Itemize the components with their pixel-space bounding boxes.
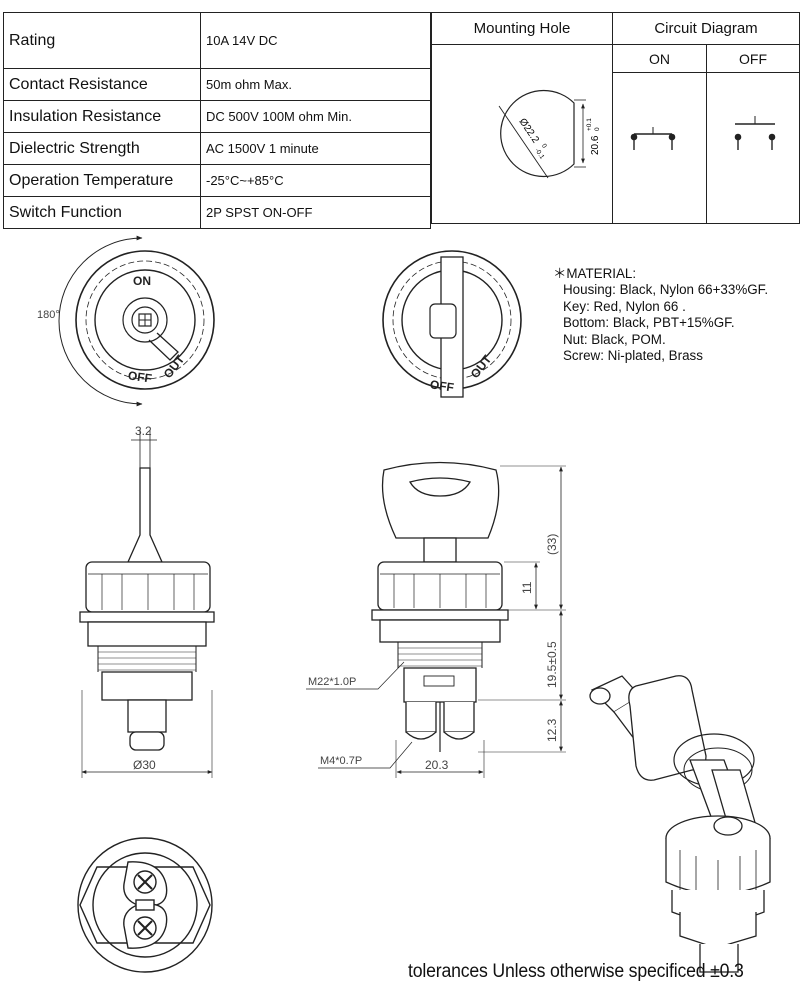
- dim-body-height: 19.5±0.5: [545, 641, 559, 688]
- section-view: [306, 461, 566, 778]
- material-line: Bottom: Black, PBT+15%GF.: [563, 315, 735, 331]
- thread-screw-label: M4*0.7P: [320, 755, 362, 767]
- front-view: [58, 235, 215, 407]
- spec-row-rating: Rating 10A 14V DC: [3, 12, 431, 69]
- dim-key-width: 3.2: [135, 424, 152, 438]
- side-view: [79, 430, 215, 778]
- spec-value: -25°C~+85°C: [200, 164, 431, 197]
- dim-bottom-height: 12.3: [545, 718, 559, 742]
- mounting-hole-flat-tol-lower: 0: [594, 127, 601, 131]
- spec-row-contact-resistance: Contact Resistance 50m ohm Max.: [3, 68, 431, 101]
- spec-table: Rating 10A 14V DC Contact Resistance 50m…: [3, 12, 431, 229]
- isometric-product-illustration: [589, 675, 771, 973]
- spec-row-dielectric-strength: Dielectric Strength AC 1500V 1 minute: [3, 132, 431, 165]
- spec-param: Switch Function: [3, 196, 201, 229]
- spec-row-switch-function: Switch Function 2P SPST ON-OFF: [3, 196, 431, 229]
- dim-cap-height: 11: [520, 581, 534, 594]
- bottom-view: [77, 837, 213, 973]
- keyout-off-text: OFF: [429, 377, 455, 394]
- spec-value: 10A 14V DC: [200, 12, 431, 69]
- thread-main-label: M22*1.0P: [308, 676, 356, 688]
- front-off-text: OFF: [127, 368, 153, 385]
- spec-row-insulation-resistance: Insulation Resistance DC 500V 100M ohm M…: [3, 100, 431, 133]
- spec-param: Dielectric Strength: [3, 132, 201, 165]
- spec-param: Rating: [3, 12, 201, 69]
- spec-param: Operation Temperature: [3, 164, 201, 197]
- spec-row-operation-temperature: Operation Temperature -25°C~+85°C: [3, 164, 431, 197]
- spec-value: 2P SPST ON-OFF: [200, 196, 431, 229]
- front-on-text: ON: [133, 274, 151, 288]
- mounting-hole-drawing: [498, 89, 586, 179]
- mounting-hole-diameter-tol-upper: 0: [540, 143, 548, 150]
- material-line: Housing: Black, Nylon 66+33%GF.: [563, 282, 769, 298]
- material-notes: ＊MATERIAL: Housing: Black, Nylon 66+33%G…: [553, 266, 768, 364]
- mounting-hole-flat-label: 20.6 +0.1 0: [586, 118, 601, 155]
- spec-value: DC 500V 100M ohm Min.: [200, 100, 431, 133]
- mounting-hole-flat-tol-upper: +0.1: [586, 118, 593, 131]
- spec-value: 50m ohm Max.: [200, 68, 431, 101]
- material-title: ＊MATERIAL:: [553, 266, 637, 281]
- mounting-hole-flat: 20.6: [590, 135, 601, 155]
- circuit-off-symbol: [734, 116, 776, 150]
- material-line: Nut: Black, POM.: [563, 331, 666, 347]
- dim-total-height: (33): [545, 534, 559, 555]
- front-view-key-out: [382, 250, 522, 398]
- dim-width: 20.3: [425, 758, 449, 772]
- circuit-on-symbol: [630, 127, 676, 150]
- tolerance-note: tolerances Unless otherwise specificed ±…: [408, 961, 744, 982]
- dim-diameter: Ø30: [133, 758, 156, 772]
- material-line: Screw: Ni-plated, Brass: [563, 348, 703, 364]
- material-line: Key: Red, Nylon 66 .: [563, 298, 686, 314]
- spec-value: AC 1500V 1 minute: [200, 132, 431, 165]
- angle-label: 180°: [37, 309, 60, 321]
